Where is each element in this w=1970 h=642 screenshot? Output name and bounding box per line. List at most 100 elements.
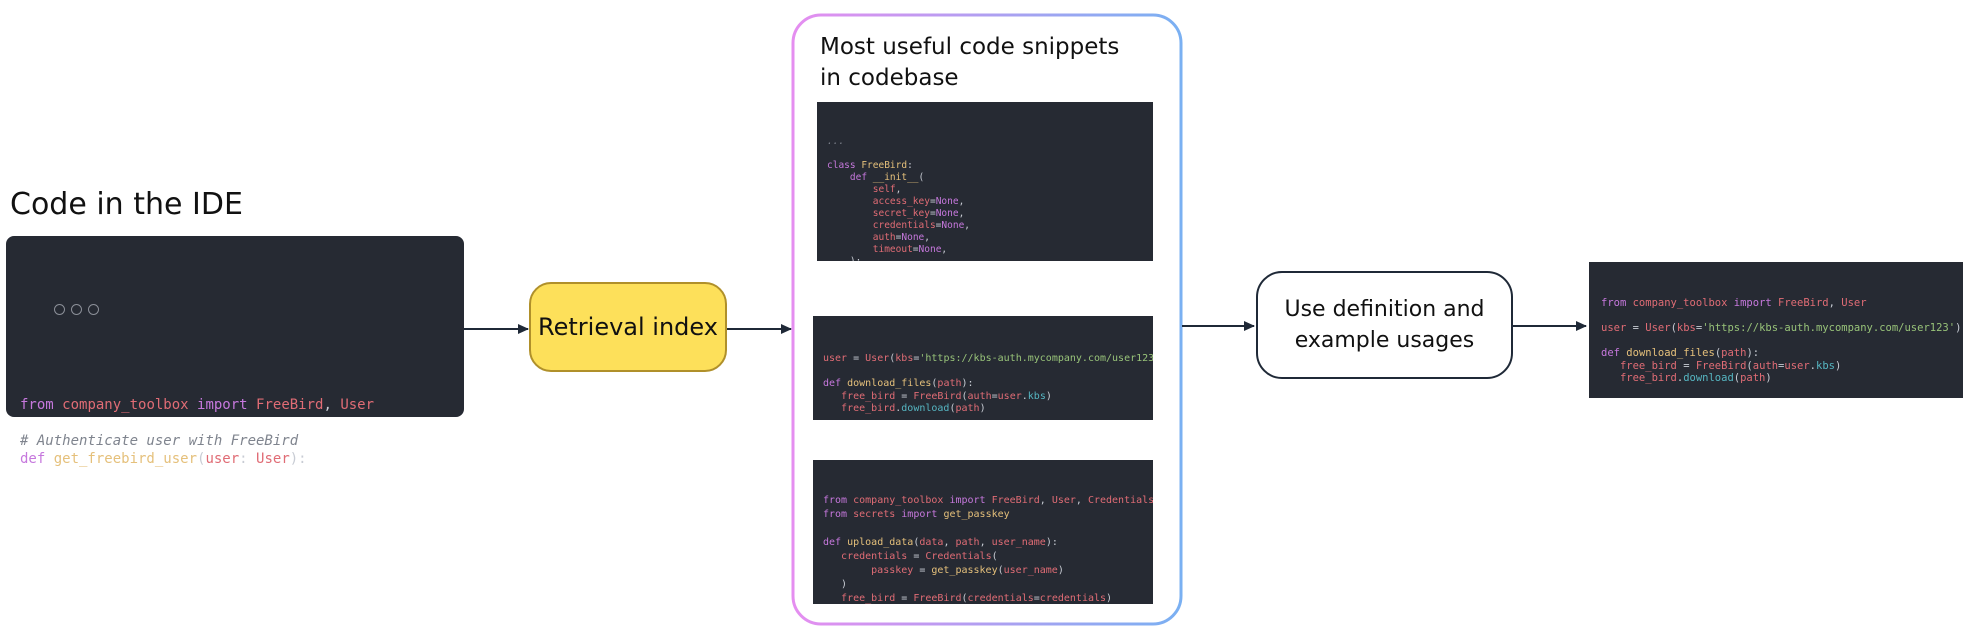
code-token: =	[912, 244, 919, 255]
code-token: (	[918, 172, 925, 183]
code-token: # Authenticate user with FreeBird	[20, 433, 299, 449]
code-token: (	[197, 451, 206, 467]
code-token: free_bird	[823, 593, 902, 604]
code-token: download_files	[1626, 347, 1715, 359]
code-token: FreeBird	[991, 495, 1040, 506]
code-token: (	[997, 565, 1004, 576]
code-line	[1601, 310, 1951, 323]
code-token: =	[901, 390, 914, 402]
code-token: upload_data	[847, 537, 914, 548]
code-token: def	[823, 537, 848, 548]
code-token: Credentials	[925, 551, 992, 562]
code-token: )	[1045, 390, 1052, 402]
code-line	[823, 366, 1143, 379]
code-token: ):	[1045, 537, 1058, 548]
code-token: user	[1784, 359, 1810, 372]
code-token: auth	[1752, 359, 1779, 372]
code-token: user	[1601, 322, 1633, 334]
code-token: (	[961, 593, 968, 604]
code-line: user = User(kbs='https://kbs-auth.mycomp…	[823, 353, 1153, 366]
code-token: secret_key	[827, 208, 930, 219]
code-token: =	[1632, 322, 1646, 334]
code-token: kbs	[1676, 322, 1696, 334]
code-token: def	[827, 172, 873, 183]
code-token: free_bird	[823, 390, 902, 402]
code-token: user	[823, 353, 854, 364]
code-token: get_freebird_user	[53, 451, 198, 467]
code-line: ...	[827, 136, 1143, 148]
code-token: FreeBird	[1778, 297, 1829, 309]
code-token: (	[991, 551, 998, 562]
code-token: user	[997, 390, 1022, 402]
code-token: None	[941, 220, 965, 231]
code-token: 'https://kbs-auth.mycompany.com/user123'	[1702, 322, 1956, 334]
code-token: credentials	[827, 220, 936, 231]
code-line: secret_key=None,	[827, 208, 1143, 220]
snippets-panel-title: Most useful code snippets in codebase	[820, 32, 1119, 94]
code-token: class	[827, 160, 862, 171]
code-token: ,	[964, 220, 971, 231]
code-token: )	[1057, 565, 1064, 576]
code-token: =	[853, 353, 866, 364]
code-line: from secrets import get_passkey	[823, 508, 1143, 522]
snippet-1-lines: ... class FreeBird: def __init__( self, …	[827, 136, 1143, 261]
code-token: data	[919, 537, 944, 548]
code-token: timeout	[827, 244, 913, 255]
code-token: __init__	[872, 172, 919, 183]
code-line: # Authenticate user with FreeBird	[20, 432, 450, 450]
code-token: )	[1955, 322, 1962, 334]
code-line: credentials = Credentials(	[823, 550, 1143, 564]
code-token: credentials	[1039, 593, 1107, 604]
snippet-2: user = User(kbs='https://kbs-auth.mycomp…	[813, 316, 1153, 420]
code-token: import	[949, 495, 992, 506]
code-token: ,	[1075, 495, 1088, 506]
code-token: self	[827, 184, 896, 195]
code-token: (	[889, 353, 896, 364]
code-line: from company_toolbox import FreeBird, Us…	[823, 494, 1153, 508]
code-token: secrets	[853, 509, 902, 520]
snippet-3: from company_toolbox import FreeBird, Us…	[813, 460, 1153, 604]
code-token: =	[1683, 359, 1696, 372]
code-token: (	[961, 390, 968, 402]
code-token: Credentials	[1087, 495, 1153, 506]
code-token: )	[979, 403, 986, 414]
code-token: ):	[289, 451, 307, 467]
code-token: ,	[924, 232, 930, 243]
code-token: ,	[958, 208, 965, 219]
code-line: free_bird = FreeBird(auth=user.kbs)	[1601, 360, 1951, 373]
code-token: None	[918, 244, 942, 255]
code-line	[823, 522, 1143, 536]
code-token: from	[20, 397, 63, 413]
code-line: def download_files(path):	[1601, 347, 1951, 360]
code-token: access_key	[827, 196, 930, 207]
code-token: .	[1676, 372, 1684, 384]
code-line: free_bird = FreeBird(credentials=credent…	[823, 592, 1143, 604]
code-token: path	[1740, 372, 1766, 384]
code-token: auth	[967, 390, 992, 402]
code-token: =	[1778, 359, 1785, 372]
retrieval-index-node: Retrieval index	[529, 282, 727, 372]
code-token: FreeBird	[913, 390, 962, 402]
code-token: kbs	[1816, 359, 1835, 372]
code-token: get_passkey	[943, 509, 1010, 520]
code-line: class FreeBird:	[827, 160, 1143, 172]
code-token: from	[1601, 297, 1633, 309]
window-dot-icon	[53, 304, 65, 315]
code-token: =	[935, 220, 942, 231]
code-line	[20, 414, 450, 432]
code-line: free_bird = FreeBird(auth=user.kbs)	[823, 391, 1143, 404]
snippet-3-lines: from company_toolbox import FreeBird, Us…	[823, 494, 1153, 604]
code-token: company_toolbox	[853, 495, 950, 506]
code-token: =	[901, 593, 914, 604]
code-line: )	[823, 578, 1143, 592]
code-token: download	[1683, 372, 1734, 384]
code-token: free_bird	[1601, 359, 1684, 372]
snippets-title-line2: in codebase	[820, 65, 959, 91]
code-token: =	[919, 565, 932, 576]
use-definition-line1: Use definition and	[1284, 297, 1485, 322]
code-token: )	[1834, 359, 1842, 372]
code-token: =	[913, 353, 920, 364]
code-token: FreeBird	[1695, 359, 1747, 372]
code-line: self,	[827, 184, 1143, 196]
